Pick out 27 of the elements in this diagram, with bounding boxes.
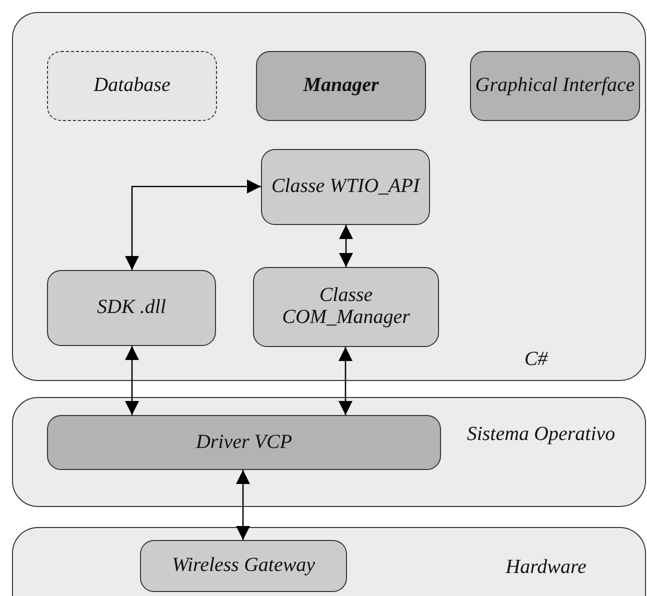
component-box [256, 51, 426, 121]
component-box [47, 51, 217, 121]
layer-label: C# [523, 349, 549, 371]
box-label: Classe COM_Manager [281, 285, 411, 329]
box-label: Manager [303, 75, 379, 97]
arrow [236, 470, 250, 540]
component-box [470, 51, 640, 121]
layer-band [12, 12, 646, 381]
library-box [47, 270, 216, 346]
arrow [125, 180, 261, 270]
box-label: Wireless Gateway [172, 555, 316, 577]
layer-label: Sistema Operativo [466, 424, 616, 446]
layer-label: Hardware [504, 557, 588, 579]
arrow [338, 347, 352, 415]
layer-band [12, 397, 646, 507]
box-label: SDK .dll [97, 297, 166, 319]
box-label: Graphical Interface [475, 75, 635, 97]
box-label: Classe WTIO_API [271, 176, 420, 198]
class-box [261, 149, 430, 225]
layer-band [12, 527, 646, 596]
arrow [125, 346, 139, 415]
device-box [140, 540, 347, 592]
driver-box [47, 415, 441, 470]
arrow [339, 225, 353, 267]
box-label: Driver VCP [196, 432, 292, 454]
class-box [253, 267, 439, 347]
box-label: Database [94, 75, 170, 97]
